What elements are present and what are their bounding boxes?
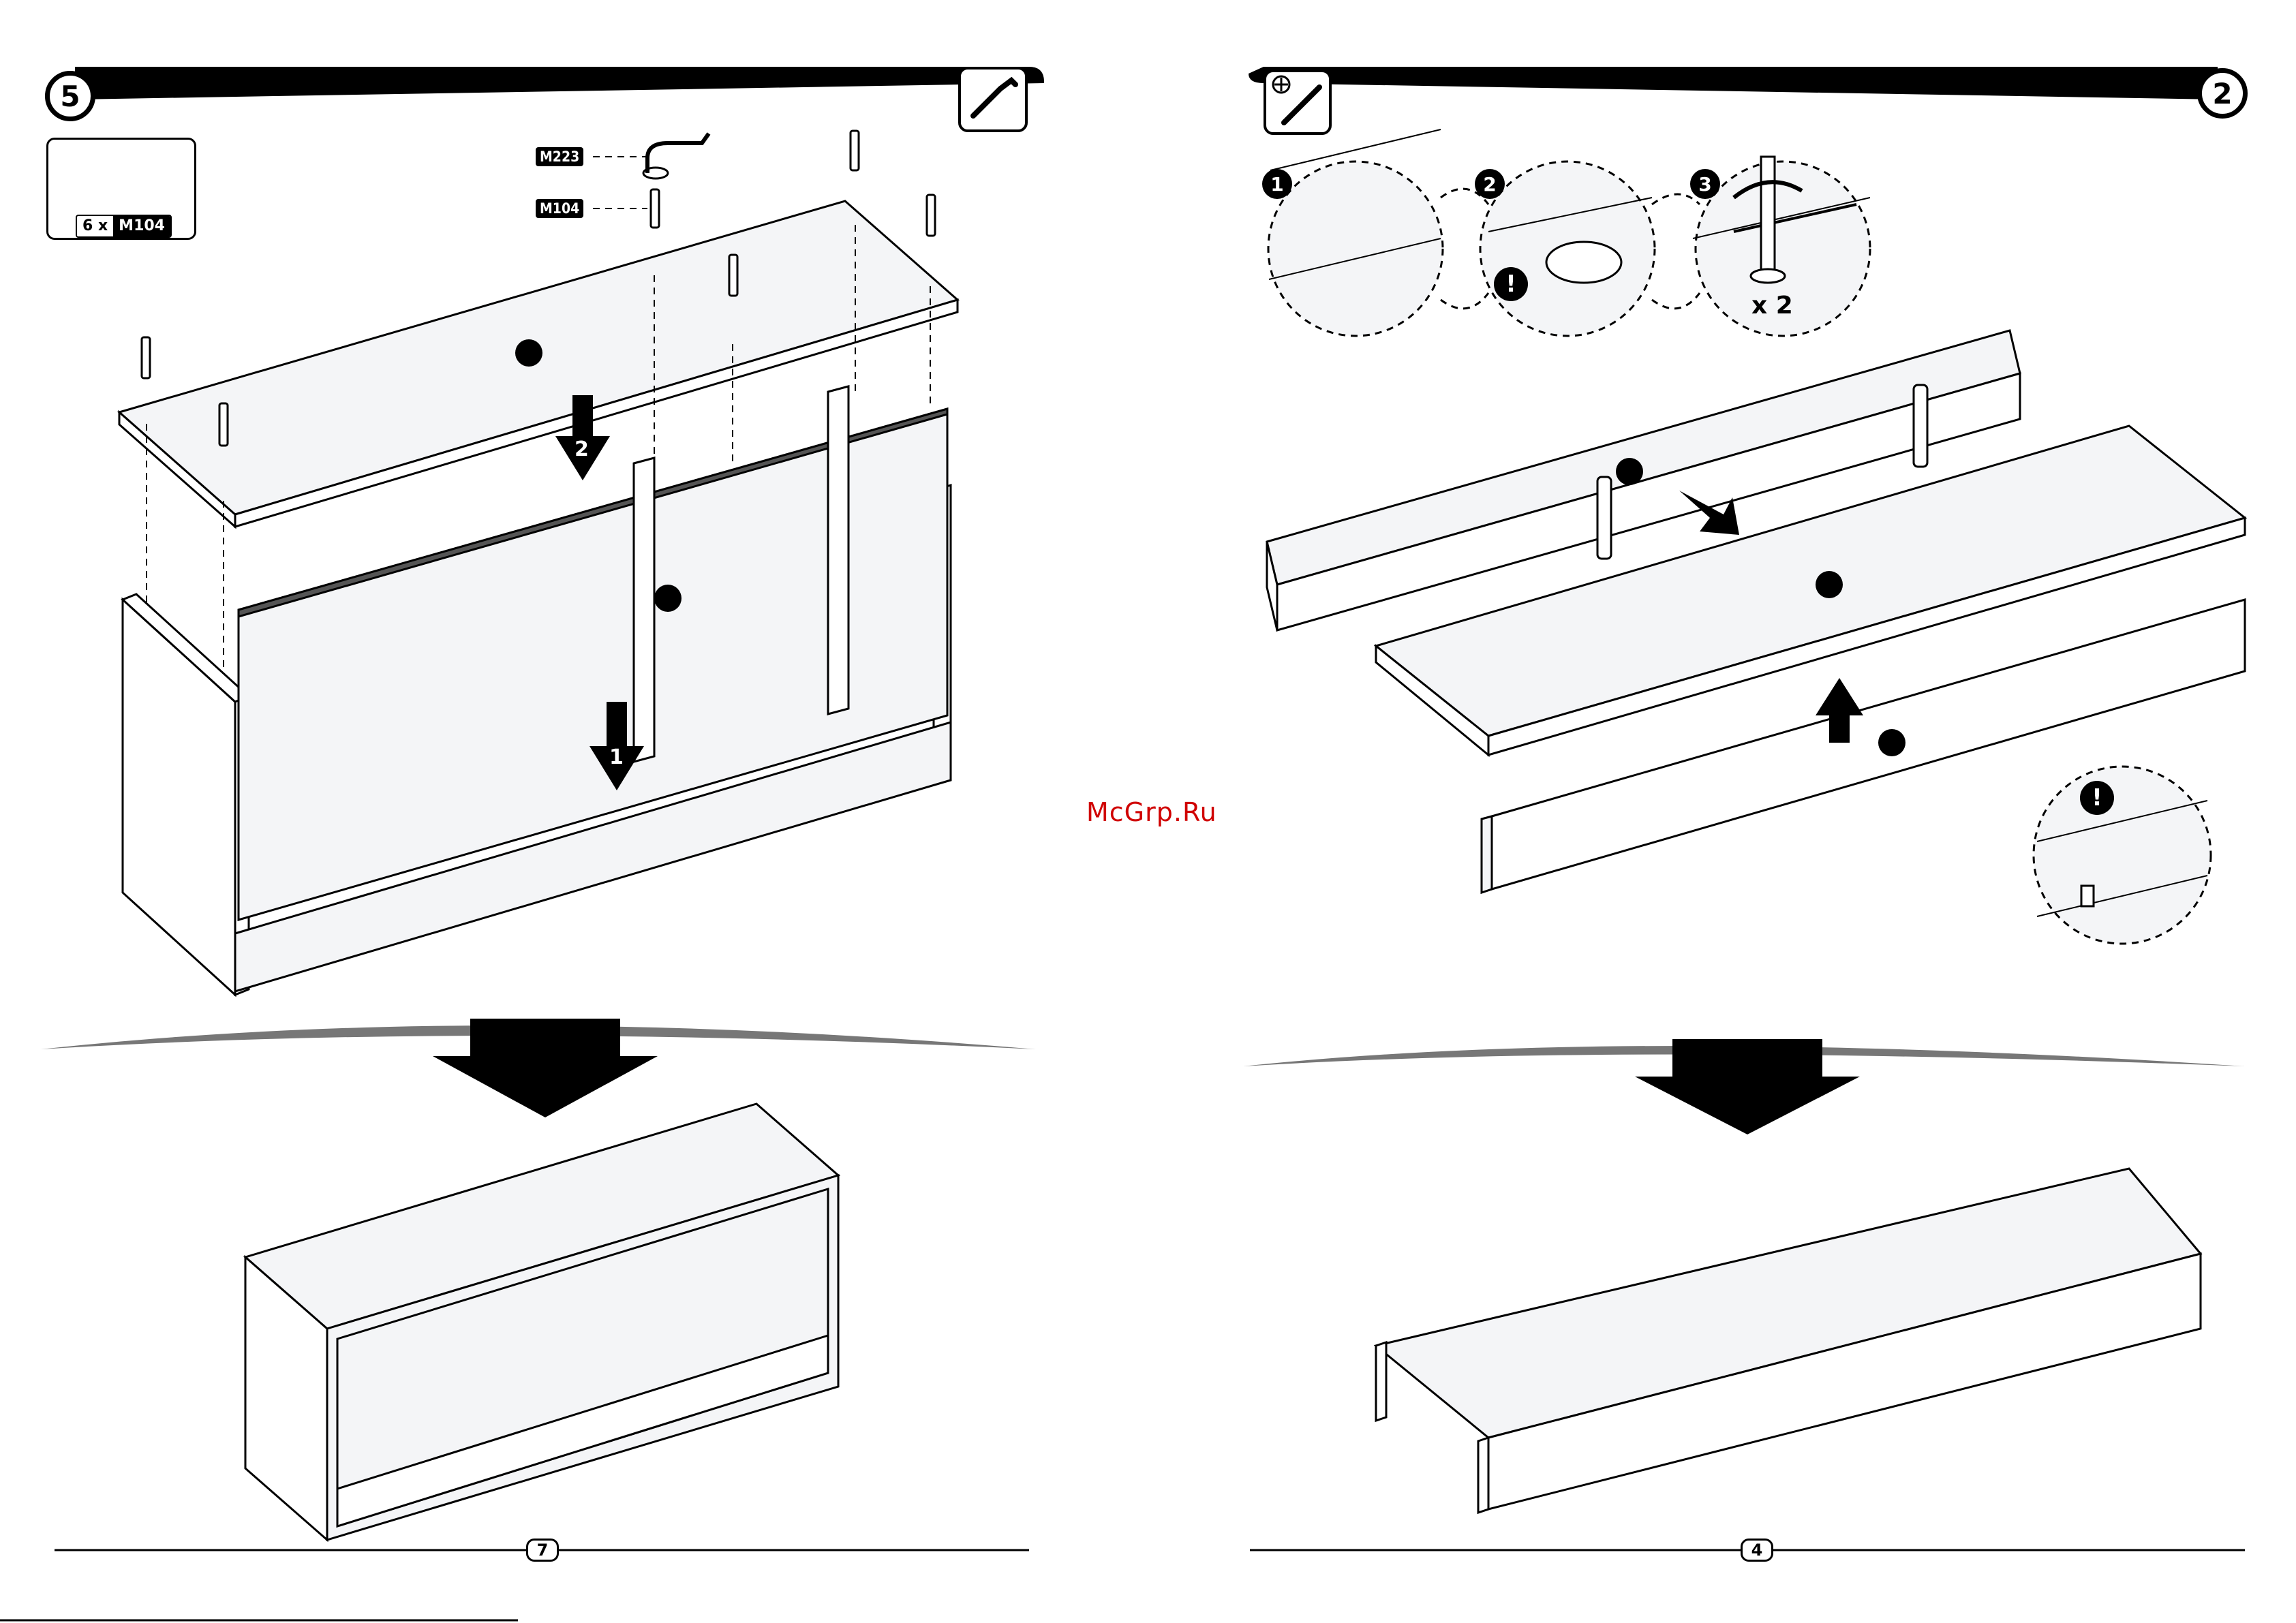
quantity-prefix: 6 x [77,216,113,236]
part-marker-top [515,339,542,367]
hardware-quantity-box: 6 x M104 [46,138,196,240]
step-number-badge: 2 [2197,68,2248,119]
part-marker-front [1878,729,1905,756]
step-header-bar [1249,67,2218,99]
assembled-frame [1376,1169,2201,1513]
quantity-code: M104 [113,216,170,236]
right-page-illustration [1148,0,2296,1623]
cam-lock-icon [1546,242,1621,283]
warning-icon-cam: ! [2080,781,2114,815]
part-marker-shelf [1816,571,1843,598]
arrow-label-2: 2 [575,437,589,461]
detail-step-3: 3 [1690,169,1720,199]
repeat-label: x 2 [1751,292,1793,320]
part-marker-rail [1616,458,1643,485]
left-page: 5 6 x M104 M223 M104 2 1 7 [0,0,1148,1623]
detail-circle-cam [2034,767,2211,944]
assembled-cabinet [245,1104,838,1540]
step-number-badge: 5 [45,71,95,121]
detail-step-2: 2 [1475,169,1505,199]
part-code-allen-key: M223 [536,147,583,166]
left-page-illustration [0,0,1148,1623]
arrow-label-1: 1 [609,745,624,769]
step-header-bar [75,67,1044,99]
page-number: 7 [526,1539,559,1562]
part-marker-panel [654,585,682,612]
warning-icon: ! [1494,267,1528,301]
screwdriver-detail [1761,157,1775,273]
part-code-screw: M104 [536,199,583,218]
detail-step-1: 1 [1262,169,1292,199]
quantity-label: 6 x M104 [76,215,172,238]
right-page: 2 1 2 3 ! ! x 2 4 [1148,0,2296,1623]
page-number: 4 [1741,1539,1773,1562]
